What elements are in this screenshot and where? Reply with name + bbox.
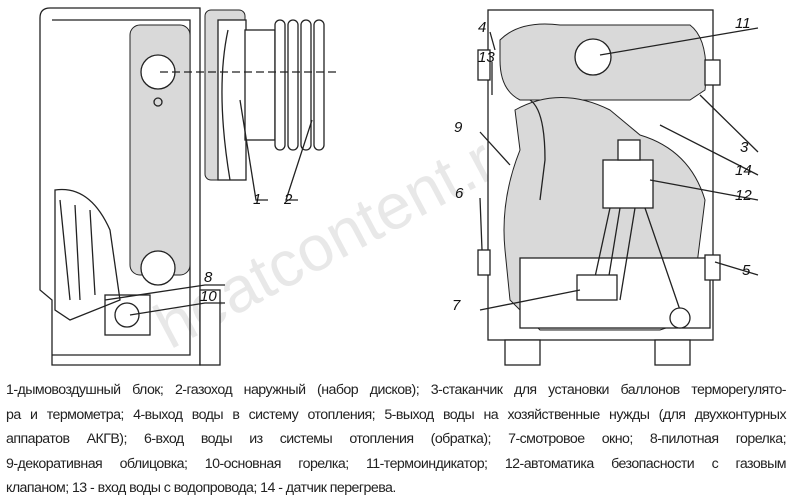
label-11: 11: [735, 15, 751, 32]
label-9: 9: [454, 119, 463, 136]
boiler-drawing: heatcontent.ru: [39, 7, 759, 366]
caption-line: 1-дымовоздушный блок; 2-газоход наружный…: [6, 382, 787, 398]
label-1: 1: [253, 191, 261, 208]
caption-line: клапаном; 13 - вход воды с водопровода; …: [6, 480, 396, 497]
label-10: 10: [200, 288, 217, 305]
label-6: 6: [455, 185, 464, 202]
side-view: [39, 7, 340, 366]
label-7: 7: [452, 297, 461, 314]
callout-labels: 1 2 8 10 4 13 9 6 7 11 3 14 12 5: [200, 15, 752, 314]
caption-line: аппаратов АКГВ); 6-вход воды из системы …: [6, 431, 787, 448]
label-4: 4: [478, 19, 486, 36]
label-2: 2: [283, 191, 293, 208]
label-5: 5: [742, 262, 751, 279]
label-14: 14: [735, 162, 752, 179]
flue-discs: [274, 19, 325, 151]
label-13: 13: [478, 49, 495, 66]
caption-line: ра и термометра; 4-выход воды в систему …: [6, 406, 787, 423]
label-12: 12: [735, 187, 752, 204]
label-3: 3: [740, 139, 749, 156]
figure-caption: 1-дымовоздушный блок; 2-газоход наружный…: [6, 378, 787, 500]
front-view: [477, 9, 759, 366]
caption-line: 9-декоративная облицовка; 10-основная го…: [6, 455, 787, 472]
label-8: 8: [204, 269, 213, 286]
